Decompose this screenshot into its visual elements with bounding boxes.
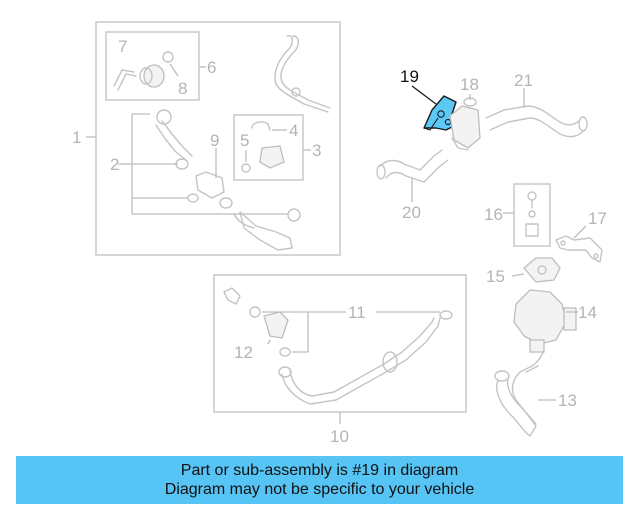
part-2-hose-assembly[interactable] [155,109,301,251]
callout-5: 5 [240,131,249,150]
callout-4: 4 [289,121,298,140]
callout-1: 1 [72,128,81,147]
banner-line-1: Part or sub-assembly is #19 in diagram [180,462,459,479]
part-upper-pipe[interactable] [274,35,331,113]
callout-12: 12 [234,343,253,362]
part-7-hose[interactable] [113,69,137,91]
part-14-housing[interactable] [513,289,578,353]
callout-15: 15 [486,267,505,286]
callout-8: 8 [178,79,187,98]
callout-3: 3 [312,141,321,160]
part-18-housing[interactable] [449,94,481,151]
callout-11: 11 [348,303,366,322]
part-17-bracket[interactable] [555,225,603,263]
callout-20: 20 [402,203,421,222]
callout-7: 7 [118,37,127,56]
part-16-bolt-set[interactable] [503,183,551,247]
callout-2: 2 [110,155,119,174]
part-4-5-sensor[interactable] [241,121,285,173]
callout-14: 14 [578,303,597,322]
part-21-hose[interactable] [485,88,588,138]
callout-19: 19 [400,67,419,86]
callout-6: 6 [207,58,216,77]
group-box-1 [95,21,341,256]
callout-9: 9 [210,131,219,150]
part-8-fitting[interactable] [139,51,179,88]
part-19-bracket-highlighted[interactable] [411,85,459,131]
callout-18: 18 [460,75,479,94]
callout-16: 16 [484,205,503,224]
part-11-hose-assembly[interactable] [223,287,453,405]
banner-line-2: Diagram may not be specific to your vehi… [164,481,475,498]
callout-10: 10 [330,427,349,446]
callout-17: 17 [588,209,607,228]
part-15-gasket[interactable] [511,257,561,283]
callout-13: 13 [558,391,577,410]
part-20-hose[interactable] [376,149,449,202]
callout-21: 21 [514,71,533,90]
info-banner: Part or sub-assembly is #19 in diagram D… [16,456,623,504]
part-13-hose[interactable] [494,349,556,437]
